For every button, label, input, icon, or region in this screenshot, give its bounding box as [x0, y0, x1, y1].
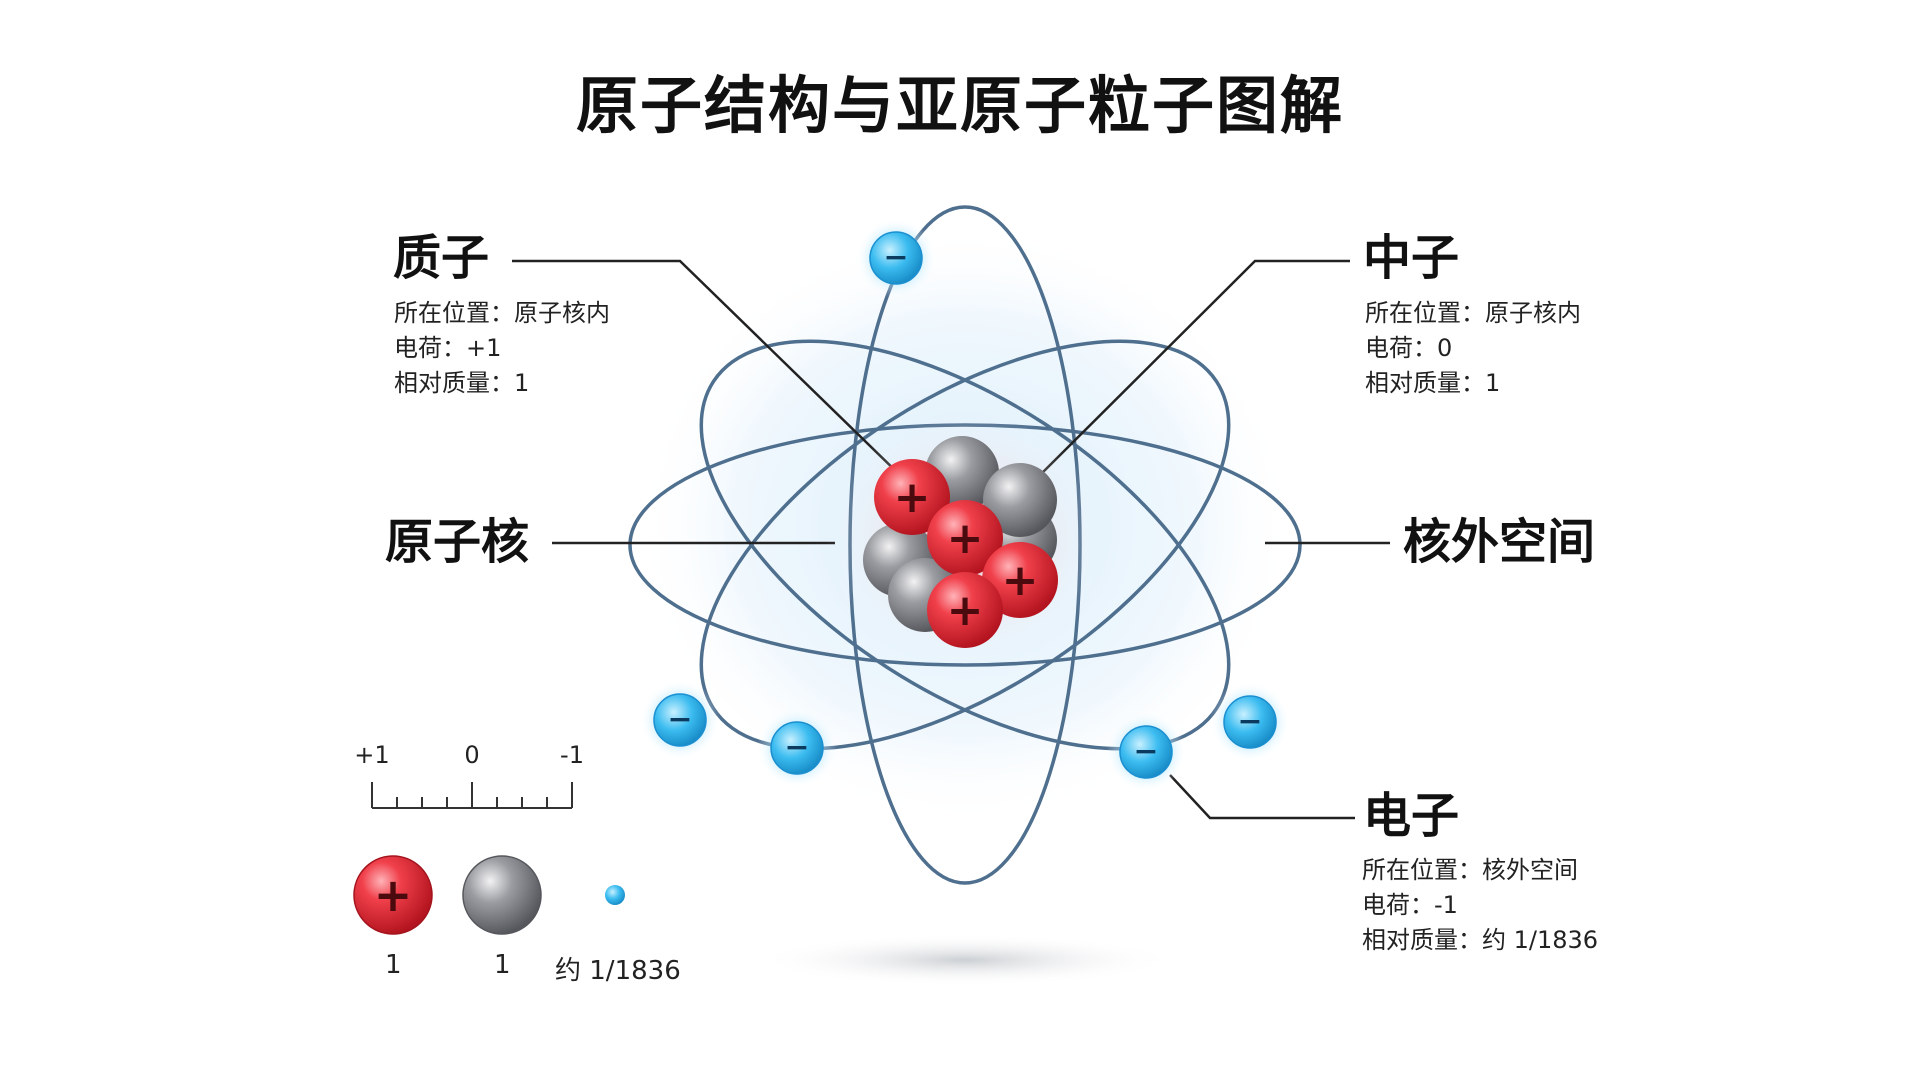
electron: −	[1210, 682, 1290, 762]
legend-neutron	[462, 855, 542, 935]
extranuclear-space-label: 核外空间	[1403, 514, 1596, 570]
proton-plus-symbol: +	[947, 585, 984, 636]
proton-plus-symbol: +	[894, 472, 931, 523]
electron: −	[757, 708, 837, 788]
neutron-leader-line	[1029, 259, 1350, 486]
electron-location: 所在位置：核外空间	[1362, 856, 1578, 884]
electron-label: 电子	[1363, 788, 1460, 844]
neutron	[983, 463, 1057, 537]
legend-proton-plus-symbol: +	[374, 868, 413, 922]
scale-label-plus-one: +1	[354, 741, 390, 769]
neutron-mass: 相对质量：1	[1365, 369, 1501, 397]
legend-neutron-mass: 1	[494, 950, 511, 980]
electron: −	[1106, 712, 1186, 792]
charge-scale-ruler	[371, 782, 573, 809]
neutron-label: 中子	[1363, 230, 1460, 286]
electron-leader-line	[1169, 774, 1355, 820]
legend-proton-mass: 1	[385, 950, 402, 980]
proton: +	[874, 459, 950, 535]
electron-minus-symbol: −	[784, 730, 809, 765]
scale-label-minus-one: -1	[560, 741, 584, 769]
legend-proton: +	[353, 855, 433, 935]
electron-minus-symbol: −	[1133, 734, 1158, 769]
proton: +	[927, 500, 1003, 576]
proton-plus-symbol: +	[1002, 555, 1039, 606]
neutron-info: 所在位置：原子核内 电荷：0 相对质量：1	[1365, 296, 1581, 401]
proton: +	[927, 572, 1003, 648]
atom-shadow	[755, 934, 1175, 986]
scale-label-zero: 0	[464, 741, 480, 769]
electron: −	[640, 680, 720, 760]
electron-minus-symbol: −	[667, 702, 692, 737]
neutron-location: 所在位置：原子核内	[1365, 299, 1581, 327]
electron-mass: 相对质量：约 1/1836	[1362, 926, 1599, 954]
electron: −	[856, 218, 936, 298]
legend-electron-mass: 约 1/1836	[555, 956, 681, 986]
page-title: 原子结构与亚原子粒子图解	[575, 69, 1344, 142]
nucleus: + + + +	[863, 436, 1058, 648]
proton-leader-line	[512, 259, 906, 481]
electron-minus-symbol: −	[1237, 704, 1262, 739]
proton-mass: 相对质量：1	[394, 369, 530, 397]
proton-location: 所在位置：原子核内	[394, 299, 610, 327]
neutron-charge: 电荷：0	[1365, 334, 1453, 362]
proton-charge: 电荷：+1	[394, 334, 502, 362]
nucleus-label: 原子核	[385, 514, 530, 570]
electron-info: 所在位置：核外空间 电荷：-1 相对质量：约 1/1836	[1362, 853, 1598, 958]
electron-charge: 电荷：-1	[1362, 891, 1458, 919]
electron-minus-symbol: −	[883, 240, 908, 275]
proton-label: 质子	[393, 230, 490, 286]
proton-plus-symbol: +	[947, 513, 984, 564]
legend-electron	[605, 885, 625, 905]
proton-info: 所在位置：原子核内 电荷：+1 相对质量：1	[394, 296, 610, 401]
